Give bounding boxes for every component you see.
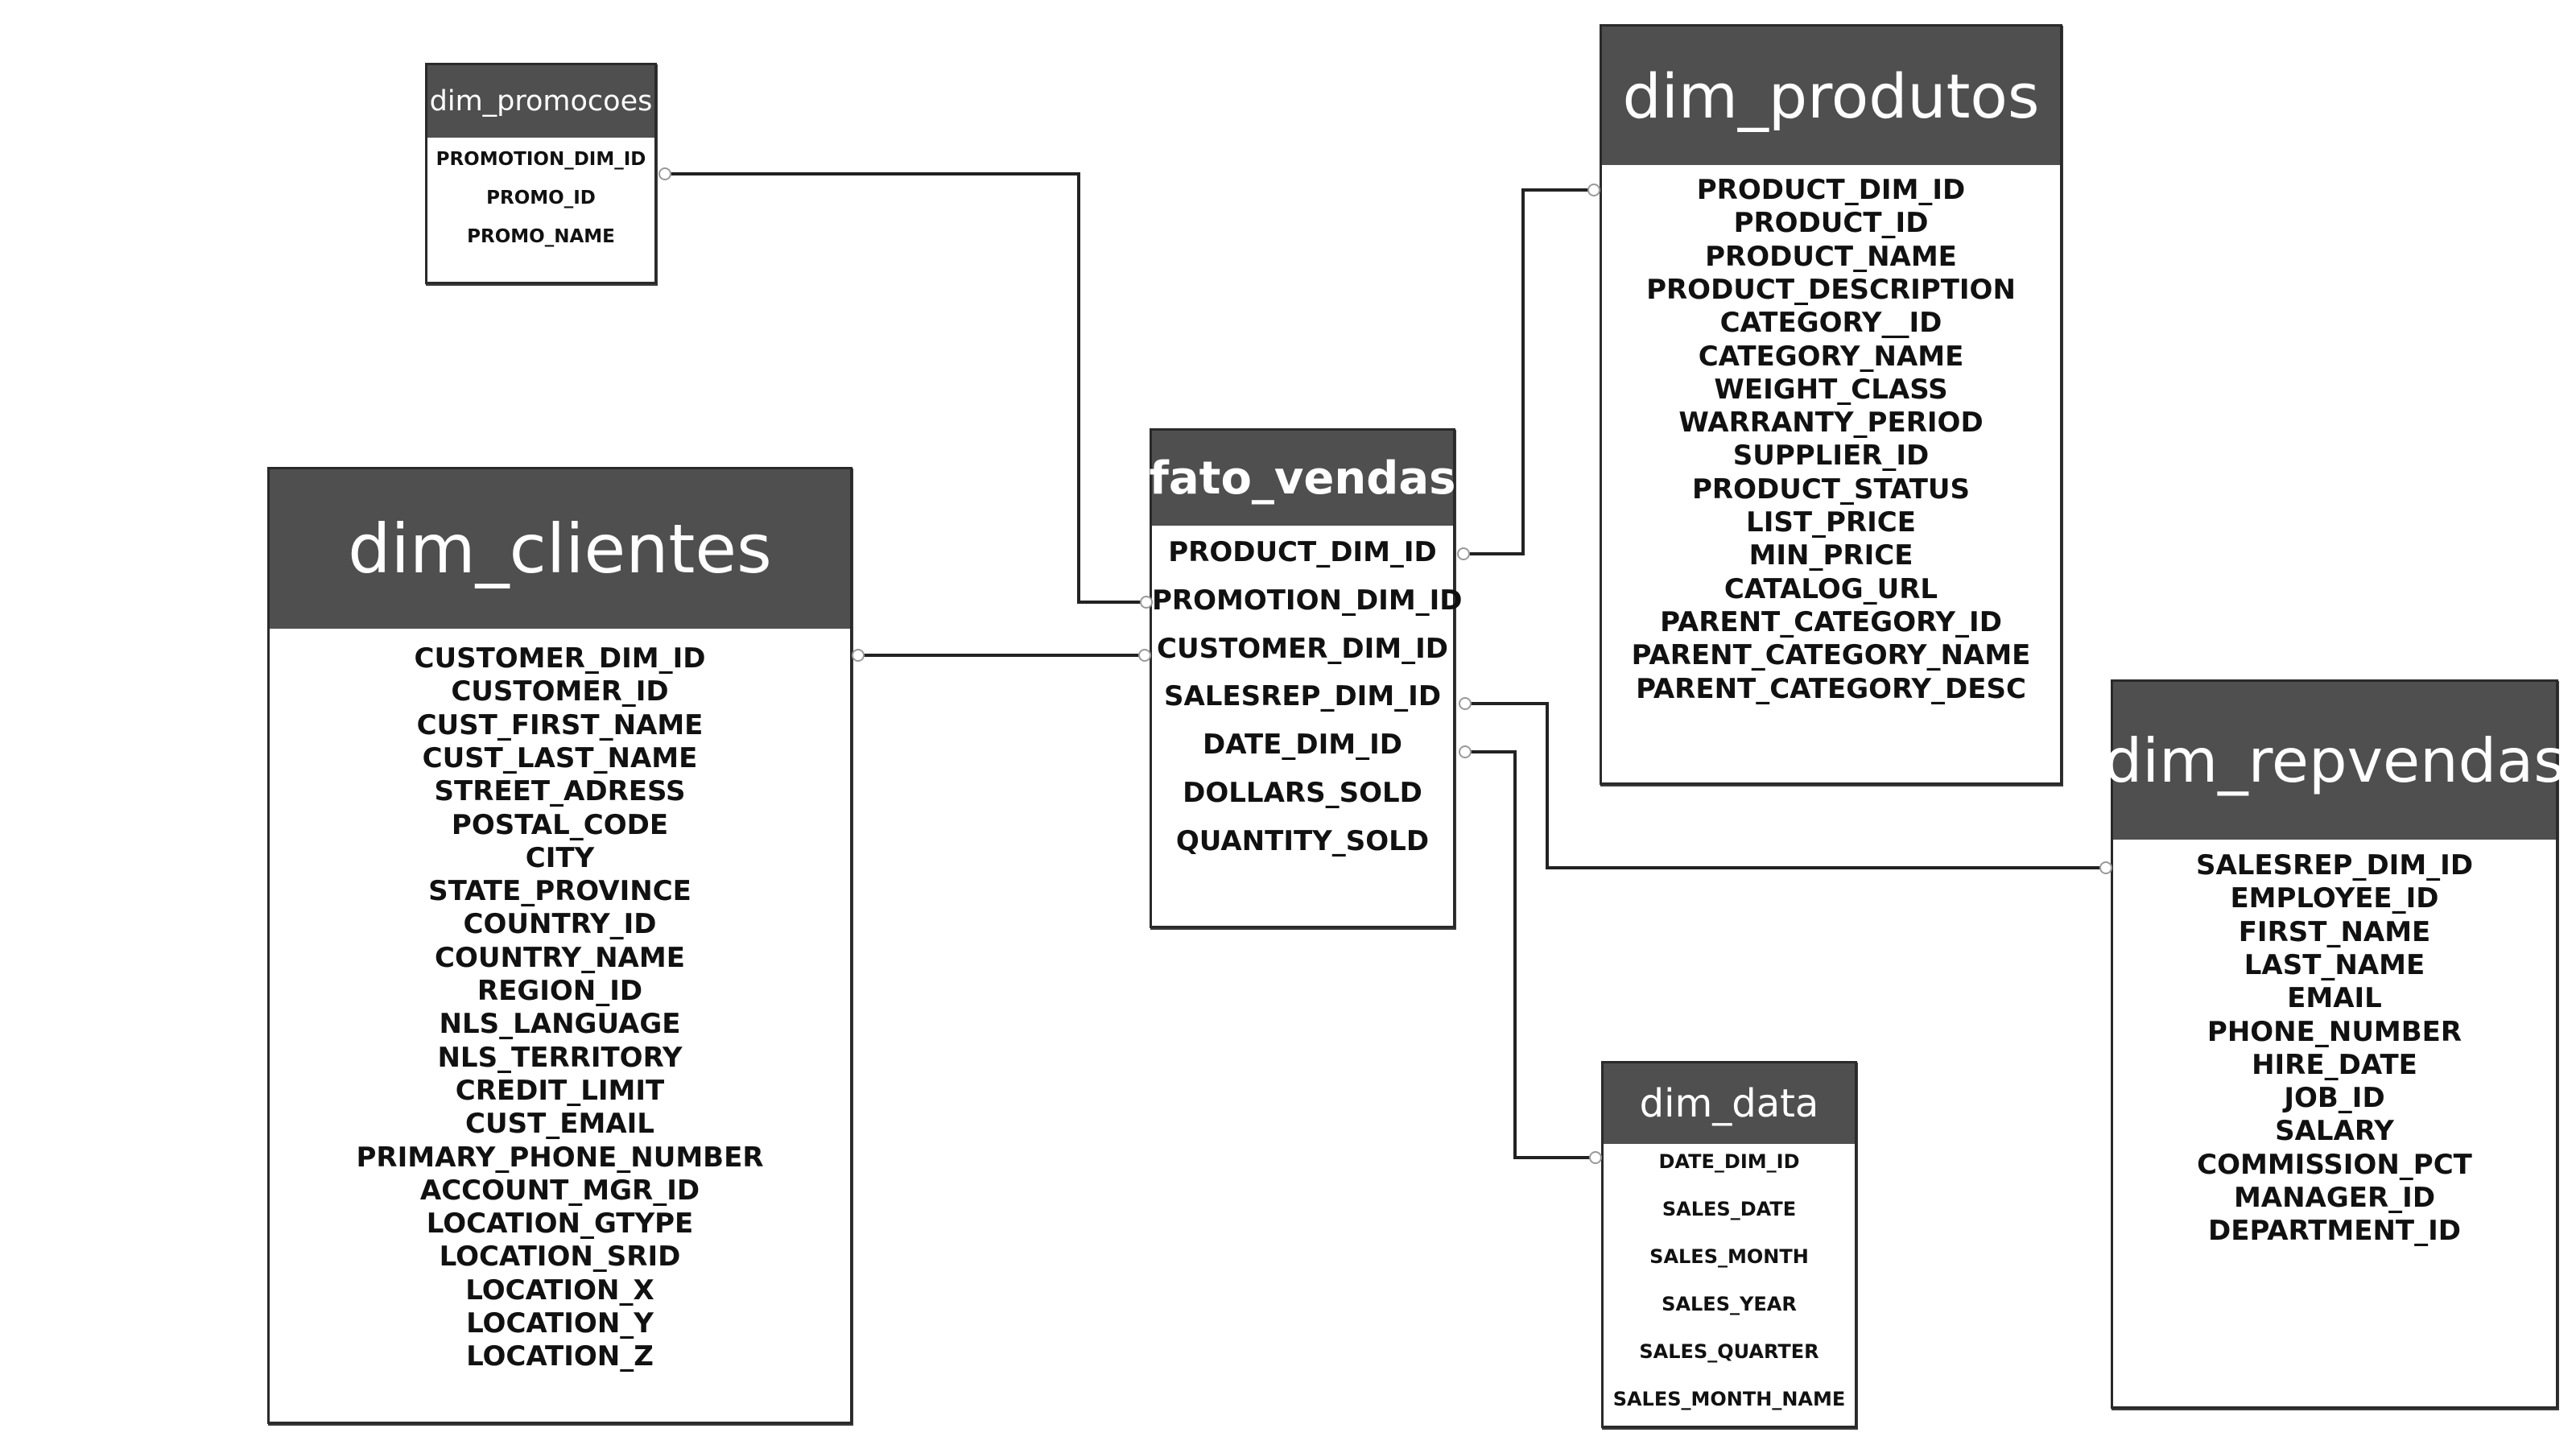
field-department-id: DEPARTMENT_ID [2208, 1215, 2461, 1248]
field-sales-quarter: SALES_QUARTER [1639, 1340, 1819, 1363]
field-location-z: LOCATION_Z [466, 1340, 654, 1373]
field-sales-month-name: SALES_MONTH_NAME [1612, 1388, 1846, 1410]
field-email: EMAIL [2287, 982, 2382, 1015]
field-dollars-sold: DOLLARS_SOLD [1183, 777, 1422, 809]
field-product-status: PRODUCT_STATUS [1692, 473, 1970, 506]
field-nls-language: NLS_LANGUAGE [439, 1008, 681, 1041]
connector-dot [658, 167, 671, 180]
table-title: dim_produtos [1602, 27, 2060, 165]
field-product-name: PRODUCT_NAME [1705, 240, 1957, 273]
connector-dot [1589, 1151, 1602, 1164]
field-promo-id: PROMO_ID [486, 188, 596, 208]
field-promotion-dim-id: PROMOTION_DIM_ID [436, 149, 646, 170]
field-city: CITY [525, 841, 595, 874]
connector-dot [2099, 861, 2112, 874]
field-category-id: CATEGORY__ID [1719, 307, 1942, 340]
field-phone-number: PHONE_NUMBER [2207, 1015, 2462, 1048]
field-sales-date: SALES_DATE [1662, 1198, 1797, 1220]
field-product-description: PRODUCT_DESCRIPTION [1646, 273, 2016, 306]
field-promo-name: PROMO_NAME [467, 226, 615, 247]
link-fato-produtos [1463, 188, 1594, 555]
field-street-adress: STREET_ADRESS [434, 775, 686, 808]
connector-dot [1459, 697, 1472, 710]
link-fato-data [1465, 750, 1596, 1159]
field-nls-territory: NLS_TERRITORY [437, 1041, 683, 1074]
field-cust-first-name: CUST_FIRST_NAME [416, 708, 704, 741]
field-weight-class: WEIGHT_CLASS [1714, 373, 1948, 406]
table-title: dim_clientes [270, 469, 850, 629]
field-commission-pct: COMMISSION_PCT [2197, 1148, 2472, 1181]
table-title: dim_repvendas [2104, 682, 2565, 840]
field-salary: SALARY [2275, 1115, 2394, 1148]
field-warranty-period: WARRANTY_PERIOD [1678, 407, 1984, 440]
connector-dot [1459, 745, 1472, 758]
field-region-id: REGION_ID [477, 975, 643, 1007]
field-postal-code: POSTAL_CODE [451, 808, 669, 841]
table-title: dim_promocoes [427, 65, 654, 138]
field-location-y: LOCATION_Y [466, 1307, 654, 1340]
field-promotion-dim-id: PROMOTION_DIM_ID [1152, 584, 1463, 617]
field-cust-email: CUST_EMAIL [465, 1108, 654, 1141]
table-title: fato_vendas [1150, 431, 1455, 526]
field-product-id: PRODUCT_ID [1733, 207, 1929, 240]
field-parent-category-name: PARENT_CATEGORY_NAME [1631, 639, 2031, 672]
field-customer-dim-id: CUSTOMER_DIM_ID [414, 642, 706, 675]
field-cust-last-name: CUST_LAST_NAME [422, 741, 698, 774]
field-primary-phone-number: PRIMARY_PHONE_NUMBER [356, 1141, 764, 1174]
field-salesrep-dim-id: SALESREP_DIM_ID [1163, 680, 1442, 713]
field-state-province: STATE_PROVINCE [428, 875, 691, 908]
field-category-name: CATEGORY_NAME [1698, 340, 1964, 373]
field-account-mgr-id: ACCOUNT_MGR_ID [419, 1174, 700, 1207]
field-parent-category-id: PARENT_CATEGORY_ID [1660, 605, 2002, 638]
field-country-name: COUNTRY_NAME [435, 941, 685, 974]
field-employee-id: EMPLOYEE_ID [2230, 882, 2439, 915]
field-first-name: FIRST_NAME [2238, 915, 2431, 948]
field-sales-month: SALES_MONTH [1649, 1245, 1809, 1268]
field-sales-year: SALES_YEAR [1662, 1293, 1797, 1315]
connector-dot [1138, 649, 1151, 662]
table-fato-vendas[interactable]: fato_vendas PRODUCT_DIM_ID PROMOTION_DIM_… [1150, 428, 1463, 928]
connector-dot [1587, 184, 1600, 196]
field-customer-id: CUSTOMER_ID [451, 675, 669, 708]
field-min-price: MIN_PRICE [1748, 539, 1913, 572]
connector-dot [852, 649, 865, 662]
field-credit-limit: CREDIT_LIMIT [455, 1074, 665, 1107]
field-manager-id: MANAGER_ID [2233, 1182, 2436, 1214]
field-location-x: LOCATION_X [465, 1274, 654, 1307]
field-list-price: LIST_PRICE [1746, 506, 1916, 539]
field-customer-dim-id: CUSTOMER_DIM_ID [1157, 632, 1448, 665]
field-catalog-url: CATALOG_URL [1724, 572, 1938, 605]
field-job-id: JOB_ID [2284, 1082, 2385, 1115]
field-parent-category-desc: PARENT_CATEGORY_DESC [1636, 672, 2026, 705]
table-title: dim_data [1604, 1063, 1855, 1144]
table-dim-promocoes[interactable]: dim_promocoes PROMOTION_DIM_ID PROMO_ID PR… [425, 63, 657, 284]
field-location-srid: LOCATION_SRID [439, 1241, 681, 1274]
field-product-dim-id: PRODUCT_DIM_ID [1696, 174, 1966, 206]
field-supplier-id: SUPPLIER_ID [1732, 440, 1930, 473]
field-product-dim-id: PRODUCT_DIM_ID [1168, 536, 1437, 568]
field-country-id: COUNTRY_ID [463, 908, 657, 941]
field-quantity-sold: QUANTITY_SOLD [1175, 824, 1430, 857]
field-location-gtype: LOCATION_GTYPE [426, 1208, 694, 1241]
field-date-dim-id: DATE_DIM_ID [1658, 1150, 1800, 1173]
field-last-name: LAST_NAME [2244, 948, 2425, 981]
field-date-dim-id: DATE_DIM_ID [1203, 729, 1402, 762]
connector-dot [1457, 547, 1470, 560]
table-dim-data[interactable]: dim_data DATE_DIM_ID SALES_DATE SALES_MONT… [1601, 1061, 1857, 1428]
field-salesrep-dim-id: SALESREP_DIM_ID [2195, 849, 2474, 881]
field-hire-date: HIRE_DATE [2252, 1048, 2417, 1081]
